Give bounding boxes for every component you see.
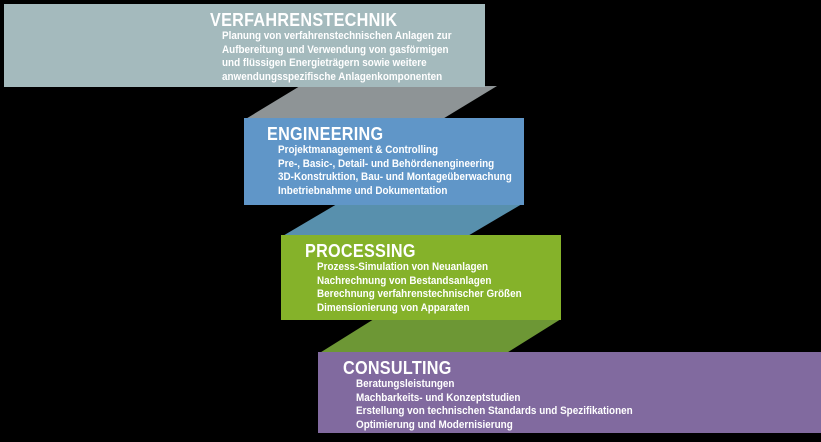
fold-verfahrenstechnik-to-engineering (244, 86, 497, 120)
banner-consulting-title: CONSULTING (343, 358, 452, 378)
banner-line: Optimierung und Modernisierung (356, 418, 513, 431)
banner-line: Inbetriebnahme und Dokumentation (278, 184, 448, 197)
fold-engineering-to-processing (281, 204, 522, 237)
banner-engineering-title: ENGINEERING (267, 124, 384, 144)
banner-line: 3D-Konstruktion, Bau- und Montageüberwac… (278, 171, 512, 183)
banner-consulting-lines: Beratungsleistungen Machbarkeits- und Ko… (356, 378, 633, 432)
banner-line: Nachrechnung von Bestandsanlagen (317, 274, 492, 287)
banner-line: Beratungsleistungen (356, 378, 455, 390)
banner-line: Projektmanagement & Controlling (278, 144, 439, 156)
banner-line: Prozess-Simulation von Neuanlagen (317, 261, 489, 273)
banner-engineering: ENGINEERING Projektmanagement & Controll… (244, 118, 524, 205)
banner-line: und flüssigen Energieträgern sowie weite… (222, 57, 427, 69)
banner-line: Dimensionierung von Apparaten (317, 301, 470, 314)
banner-processing-title: PROCESSING (305, 241, 416, 261)
banner-line: anwendungsspezifische Anlagenkomponenten (222, 70, 443, 83)
banner-line: Aufbereitung und Verwendung von gasförmi… (222, 43, 449, 56)
banner-processing-lines: Prozess-Simulation von Neuanlagen Nachre… (317, 261, 522, 315)
banner-line: Berechnung verfahrenstechnischer Größen (317, 288, 522, 300)
banner-verfahrenstechnik: VERFAHRENSTECHNIK Planung von verfahrens… (4, 4, 485, 87)
banner-processing: PROCESSING Prozess-Simulation von Neuanl… (281, 235, 561, 320)
banner-line: Planung von verfahrenstechnischen Anlage… (222, 30, 452, 42)
banner-line: Pre-, Basic-, Detail- und Behördenengine… (278, 157, 495, 170)
banner-engineering-lines: Projektmanagement & Controlling Pre-, Ba… (278, 144, 512, 198)
banner-line: Machbarkeits- und Konzeptstudien (356, 391, 521, 404)
fold-processing-to-consulting (318, 319, 561, 354)
banner-verfahrenstechnik-title: VERFAHRENSTECHNIK (210, 10, 398, 30)
banner-line: Erstellung von technischen Standards und… (356, 405, 633, 417)
banner-consulting: CONSULTING Beratungsleistungen Machbarke… (318, 352, 821, 433)
banner-verfahrenstechnik-lines: Planung von verfahrenstechnischen Anlage… (222, 30, 452, 84)
